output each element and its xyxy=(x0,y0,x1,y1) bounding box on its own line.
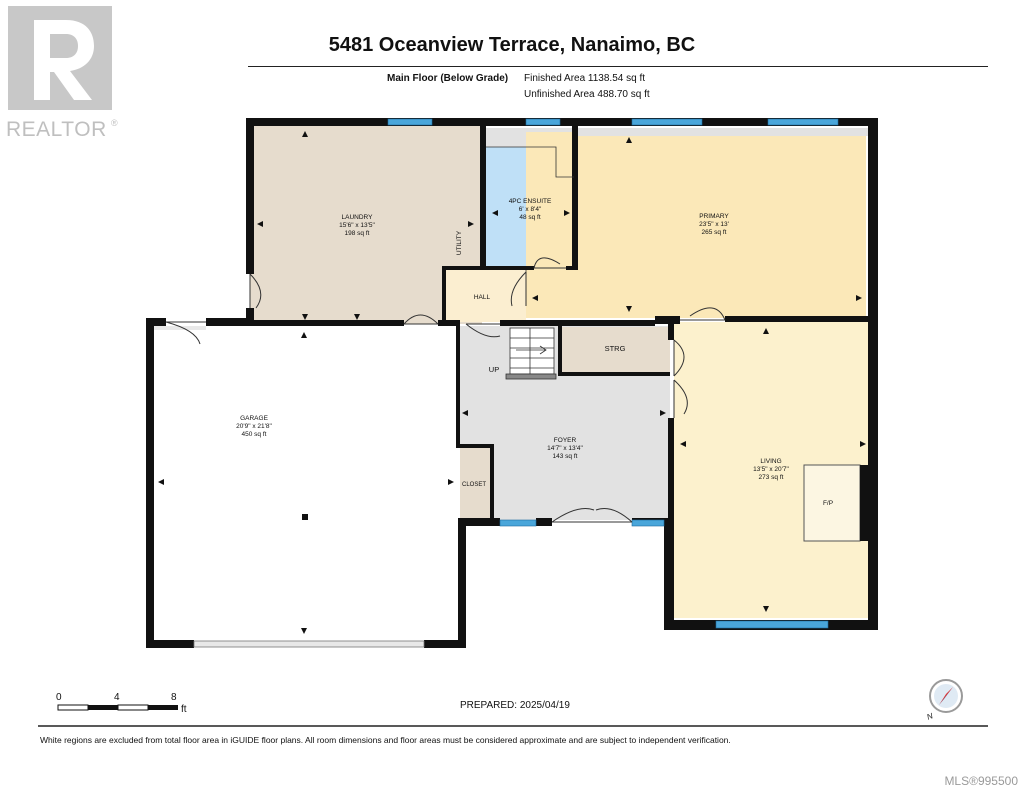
foyer-name: FOYER xyxy=(554,437,577,444)
primary-name: PRIMARY xyxy=(699,213,729,220)
disclaimer-text: White regions are excluded from total fl… xyxy=(40,735,731,745)
living-area: 273 sq ft xyxy=(759,474,784,481)
prepared-date: PREPARED: 2025/04/19 xyxy=(460,700,570,711)
registered-mark: ® xyxy=(111,118,118,128)
primary-area: 265 sq ft xyxy=(702,229,727,236)
fireplace-label: F/P xyxy=(823,500,833,507)
up-label: UP xyxy=(489,365,499,374)
garage-area: 450 sq ft xyxy=(242,431,267,438)
realtor-r-logo-icon xyxy=(8,6,112,110)
scale-tick-0: 0 xyxy=(56,692,62,703)
garage-side-door xyxy=(154,326,206,330)
primary-dims: 23'5" x 13' xyxy=(699,221,729,228)
primary-room xyxy=(526,132,866,318)
realtor-wordmark: REALTOR xyxy=(6,118,107,141)
laundry-area: 198 sq ft xyxy=(345,230,370,237)
foyer-area: 143 sq ft xyxy=(553,453,578,460)
fireplace xyxy=(803,464,861,542)
garage-name: GARAGE xyxy=(240,415,268,422)
closet-room xyxy=(460,446,492,520)
utility-label: UTILITY xyxy=(456,230,463,255)
property-address: 5481 Oceanview Terrace, Nanaimo, BC xyxy=(328,34,696,56)
closet-label: CLOSET xyxy=(462,482,486,488)
strg-label: STRG xyxy=(605,344,626,353)
stairs xyxy=(505,327,557,380)
windows xyxy=(387,118,839,629)
ensuite-area: 48 sq ft xyxy=(519,214,541,221)
garage-door xyxy=(193,640,425,648)
living-name: LIVING xyxy=(760,458,781,465)
dimension-markers xyxy=(158,131,866,634)
living-dims: 13'5" x 20'7" xyxy=(753,466,789,473)
scale-bar xyxy=(57,704,178,711)
ensuite-dims: 6' x 8'4" xyxy=(519,206,542,213)
primary-ledge xyxy=(578,128,868,136)
mls-number: MLS®995500 xyxy=(944,774,1018,788)
finished-area: Finished Area 1138.54 sq ft xyxy=(524,73,646,84)
scale-tick-4: 4 xyxy=(114,692,120,703)
laundry-dims: 15'6" x 13'5" xyxy=(339,222,375,229)
floor-name: Main Floor (Below Grade) xyxy=(387,73,509,84)
ensuite-name: 4PC ENSUITE xyxy=(509,198,552,205)
compass-icon xyxy=(929,679,963,713)
realtor-logo: REALTOR ® xyxy=(4,6,120,141)
hall-label: HALL xyxy=(474,294,491,301)
garage-dims: 20'9" x 21'8" xyxy=(236,423,272,430)
walls xyxy=(146,118,878,648)
foyer-dims: 14'7" x 13'4" xyxy=(547,445,583,452)
hall-room xyxy=(446,270,526,322)
header-rule xyxy=(248,66,988,67)
scale-tick-8: 8 xyxy=(171,692,177,703)
garage-room xyxy=(154,326,458,640)
storage-room xyxy=(562,327,670,373)
unfinished-area: Unfinished Area 488.70 sq ft xyxy=(524,89,650,100)
scale-unit: ft xyxy=(181,704,187,715)
laundry-name: LAUNDRY xyxy=(342,214,374,221)
